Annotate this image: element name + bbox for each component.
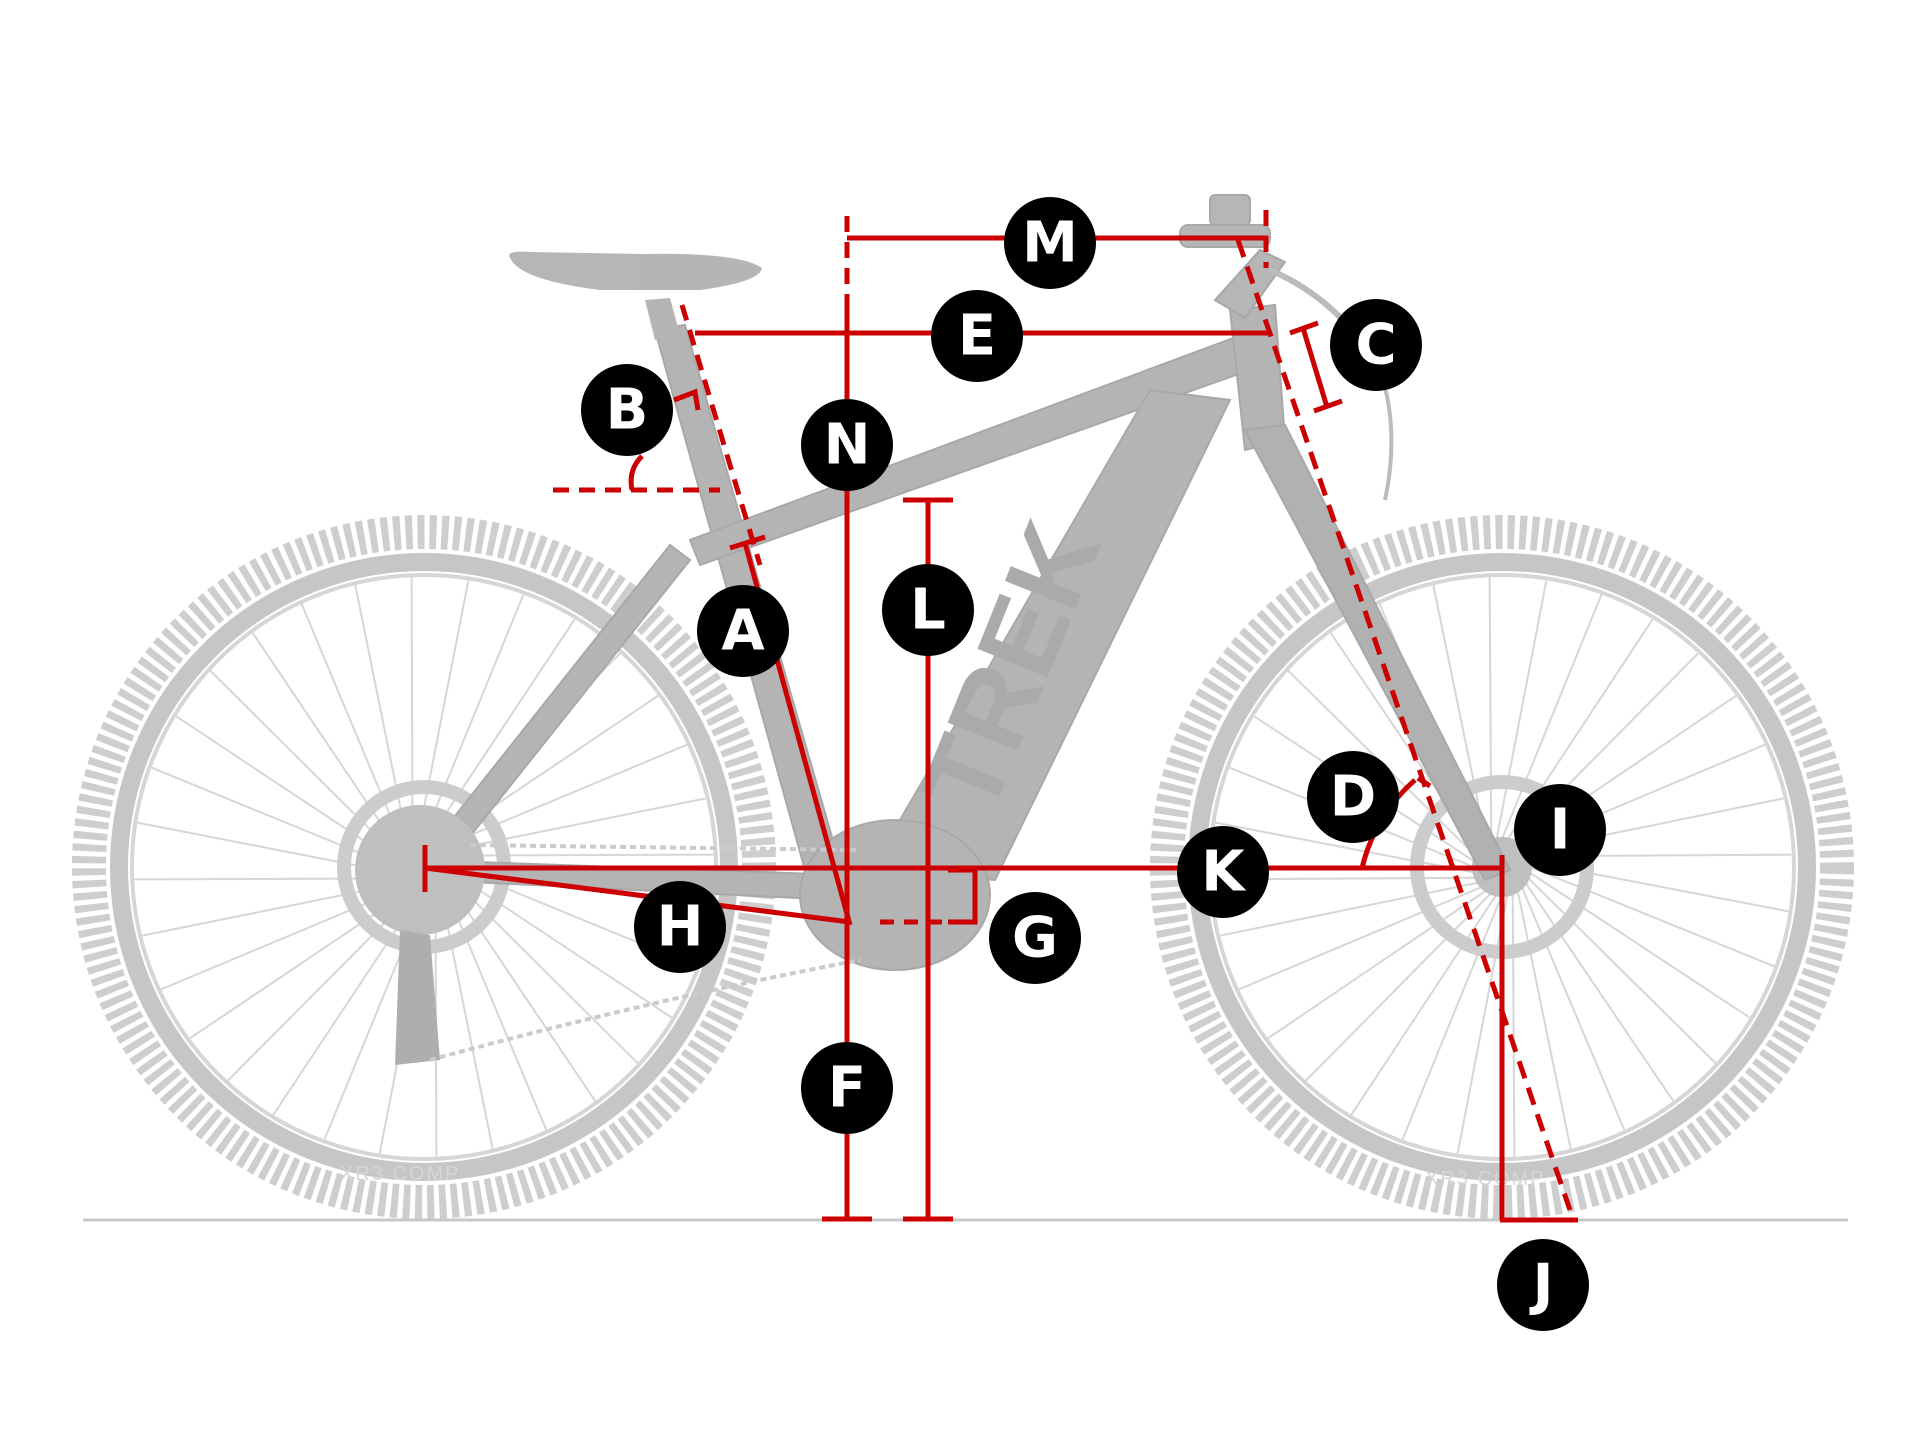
drivetrain [355,805,861,1065]
saddle [509,251,762,340]
spoke [1527,877,1717,1064]
spoke [1495,580,1548,840]
svg-text:C: C [1355,313,1396,378]
label-badge-G: G [989,892,1081,984]
spoke [1267,889,1488,1040]
spoke [300,603,404,847]
spoke [209,670,397,857]
spoke [151,766,395,868]
spoke [1528,871,1751,1019]
spoke [1529,866,1775,968]
svg-text:K: K [1201,840,1247,905]
measure-B-tick [673,388,701,411]
measure-C-line [1300,327,1330,408]
spoke [1432,585,1488,844]
spoke [410,577,414,840]
measure-C-top-cap [1289,320,1319,336]
measure-seat-tube-dashed [679,304,763,566]
measure-A-top-cap [729,534,766,551]
label-badge-F: F [801,1042,893,1134]
svg-text:L: L [910,578,946,643]
spoke [272,895,419,1116]
svg-text:I: I [1550,798,1571,863]
label-badge-D: D [1307,751,1399,843]
spoke [1520,886,1626,1131]
label-badge-M: M [1004,197,1096,289]
spoke [137,821,395,874]
label-badge-K: K [1177,826,1269,918]
spoke [251,632,400,851]
svg-text:B: B [606,378,649,443]
label-badge-N: N [801,399,893,491]
spoke [444,887,548,1131]
spoke [227,894,414,1082]
svg-text:H: H [657,895,704,960]
rear-tire-brand: XR3 COMP [340,1163,460,1185]
svg-text:G: G [1012,906,1058,971]
spoke [444,743,688,847]
measure-head-axis-dashed [1235,239,1573,1211]
measure-H-line [424,865,851,925]
spoke [429,618,576,839]
spoke [1215,821,1475,874]
spoke [1220,881,1479,937]
spoke [1401,894,1503,1140]
spoke [1516,890,1572,1149]
spoke [1350,893,1498,1116]
spoke [134,877,397,881]
svg-text:A: A [721,599,765,664]
label-badge-C: C [1330,299,1422,391]
label-badge-B: B [581,364,673,456]
spoke [1488,577,1493,842]
svg-text:J: J [1529,1253,1554,1318]
spoke [417,580,470,838]
svg-text:M: M [1022,211,1078,276]
label-badge-L: L [882,564,974,656]
spoke [1501,594,1603,840]
label-badges: M E C B N L A D [581,197,1606,1331]
spoke [448,883,597,1102]
measure-D-tick [1416,775,1432,789]
spoke [1456,894,1509,1154]
spoke [1524,881,1675,1102]
spoke [439,891,494,1149]
measure-G-bracket [948,867,978,925]
measure-C-bottom-cap [1313,398,1343,414]
label-badge-H: H [634,881,726,973]
svg-text:E: E [958,304,996,369]
label-badge-E: E [931,290,1023,382]
label-badge-J: J [1497,1239,1589,1331]
spoke [160,887,404,991]
spoke [1305,892,1492,1082]
spoke [142,882,400,937]
spoke [452,872,673,1019]
measure-B-arc [628,454,644,491]
svg-text:N: N [824,413,871,478]
spoke [189,891,408,1040]
spoke [1511,892,1516,1157]
spoke [175,715,396,862]
spoke [448,797,706,852]
svg-text:F: F [828,1056,866,1121]
front-tire-brand: XR3 COMP [1425,1168,1545,1190]
spoke [451,877,639,1064]
spoke [354,585,409,843]
label-badge-A: A [697,585,789,677]
svg-text:D: D [1330,765,1376,830]
label-badge-I: I [1514,784,1606,876]
spoke [1238,885,1483,991]
spoke [423,594,525,838]
spoke [451,853,714,857]
